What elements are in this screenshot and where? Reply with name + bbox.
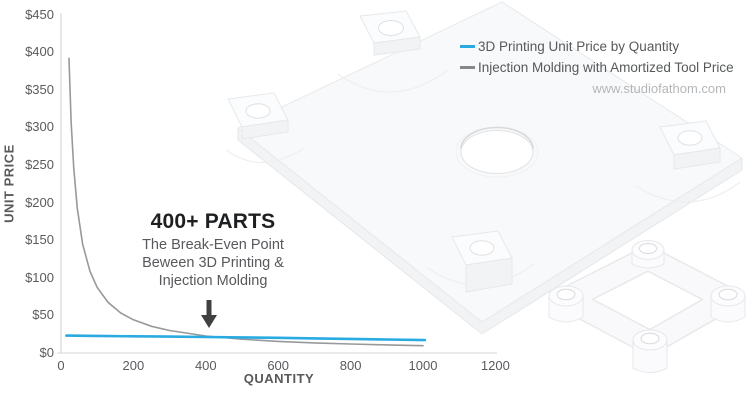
annotation-title: 400+ PARTS xyxy=(150,210,276,233)
legend-item-injection-molding: Injection Molding with Amortized Tool Pr… xyxy=(460,60,734,75)
series-line-3d-printing-unit-price-by-quantity xyxy=(65,334,427,342)
x-axis-tick-label: 800 xyxy=(339,358,362,373)
y-axis-tick-label: $50 xyxy=(32,307,54,323)
legend-line-swatch-gray-icon xyxy=(460,66,475,69)
y-axis-tick-label: $100 xyxy=(25,269,54,285)
y-axis-tick-label: $450 xyxy=(25,6,54,22)
legend: 3D Printing Unit Price by Quantity Injec… xyxy=(460,39,734,96)
series-line-injection-molding-with-amortized-tool-price xyxy=(68,57,424,347)
legend-label: Injection Molding with Amortized Tool Pr… xyxy=(478,60,734,75)
corner-boss-northwest xyxy=(359,10,421,56)
annotation-line: Beween 3D Printing & xyxy=(142,254,284,271)
y-axis-tick-label: $0 xyxy=(39,345,54,360)
down-arrow-glyph xyxy=(201,300,217,328)
center-hole xyxy=(460,130,534,174)
bracket-boss-bottom xyxy=(632,329,668,373)
y-axis-tick-label: $400 xyxy=(25,44,54,60)
corner-boss-south xyxy=(451,230,513,293)
legend-item-3d-printing: 3D Printing Unit Price by Quantity xyxy=(460,39,726,54)
watermark-url: www.studiofathom.com xyxy=(592,81,726,96)
x-axis-title: QUANTITY xyxy=(243,371,315,386)
corner-boss-east xyxy=(659,120,721,170)
x-axis-tick-label: 600 xyxy=(267,358,290,373)
annotation-line: Injection Molding xyxy=(158,272,268,289)
y-axis-tick-label: $350 xyxy=(25,81,54,97)
bracket-boss-top xyxy=(631,240,665,269)
break-even-annotation: 400+ PARTS The Break-Even Point Beween 3… xyxy=(108,210,318,291)
small-bracket-render xyxy=(548,240,746,373)
x-axis-tick-label: 400 xyxy=(194,358,217,373)
down-arrow-icon xyxy=(201,300,217,328)
legend-label: 3D Printing Unit Price by Quantity xyxy=(478,39,680,54)
bracket-boss-right xyxy=(710,285,746,323)
x-axis-tick-label: 200 xyxy=(122,358,145,373)
y-axis-title: UNIT PRICE xyxy=(1,144,17,223)
large-plate-render xyxy=(225,1,743,335)
corner-boss-west xyxy=(227,92,289,140)
x-axis-tick-label: 0 xyxy=(57,358,65,373)
y-axis-tick-label: $250 xyxy=(25,157,54,173)
bracket-boss-left xyxy=(548,285,584,323)
x-axis-tick-label: 1200 xyxy=(480,358,510,373)
legend-line-swatch-blue-icon xyxy=(460,45,475,48)
y-axis-tick-label: $300 xyxy=(25,119,54,135)
y-axis-tick-labels: $0 $50 $100 $150 $200 $250 $300 $350 $400 $450 xyxy=(0,0,54,400)
x-axis-tick-label: 1000 xyxy=(408,358,438,373)
y-axis-tick-label: $150 xyxy=(25,232,54,248)
annotation-line: The Break-Even Point xyxy=(142,237,284,253)
y-axis-tick-label: $200 xyxy=(25,194,54,210)
